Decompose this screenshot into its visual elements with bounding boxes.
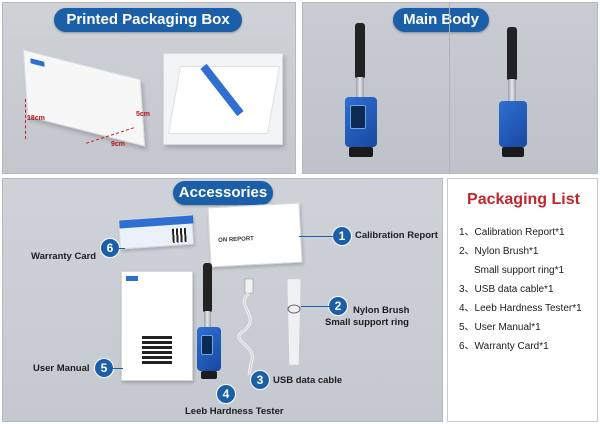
closed-box-image xyxy=(22,49,146,147)
open-box-image xyxy=(163,53,283,145)
box-logo-icon xyxy=(30,58,45,67)
accessories-panel: Accessories ON REPORT 1 Calibration Repo… xyxy=(2,178,443,422)
callout-4-label: Leeb Hardness Tester xyxy=(185,406,284,417)
list-item: 6、Warranty Card*1 xyxy=(459,341,549,352)
width-dim: 9cm xyxy=(111,141,126,148)
warranty-card-image xyxy=(118,214,194,250)
list-item: 5、User Manual*1 xyxy=(459,322,541,333)
callout-2-label-2: Small support ring xyxy=(325,317,409,328)
list-item: 3、USB data cable*1 xyxy=(459,284,554,295)
main-body-title: Main Body xyxy=(393,8,489,32)
main-body-panel: Main Body xyxy=(302,2,598,174)
callout-5-badge: 5 xyxy=(95,359,113,377)
tester-screen-icon xyxy=(350,105,366,129)
packaging-box-title: Printed Packaging Box xyxy=(54,8,242,32)
list-item: 4、Leeb Hardness Tester*1 xyxy=(459,303,582,314)
callout-6-label: Warranty Card xyxy=(31,251,97,262)
packaging-list: 1、Calibration Report*1 2、Nylon Brush*1 S… xyxy=(459,223,582,356)
callout-4-badge: 4 xyxy=(217,385,235,403)
callout-5-label: User Manual xyxy=(33,363,90,374)
list-item: 1、Calibration Report*1 xyxy=(459,227,565,238)
callout-3-badge: 3 xyxy=(251,371,269,389)
qr-code-icon xyxy=(171,227,187,243)
length-dim-line xyxy=(25,99,27,139)
callout-3-label: USB data cable xyxy=(273,375,343,386)
packaging-list-panel: Packaging List 1、Calibration Report*1 2、… xyxy=(447,178,598,422)
calibration-report-image: ON REPORT xyxy=(207,202,303,268)
callout-2-badge: 2 xyxy=(329,297,347,315)
list-item: 2、Nylon Brush*1 xyxy=(459,246,539,257)
list-item: Small support ring*1 xyxy=(474,265,565,276)
height-dim: 5cm xyxy=(136,111,151,118)
manual-logo-icon xyxy=(126,276,138,281)
callout-2-label: Nylon Brush xyxy=(353,305,410,316)
user-manual-image xyxy=(121,271,193,381)
nylon-brush-image xyxy=(286,278,302,366)
accessories-title: Accessories xyxy=(173,181,273,205)
callout-1-label: Calibration Report xyxy=(355,230,438,241)
length-dim: 18cm xyxy=(27,115,45,122)
callout-6-badge: 6 xyxy=(101,239,119,257)
packaging-list-title: Packaging List xyxy=(467,191,580,208)
manual-qr-icon xyxy=(142,334,172,364)
main-body-divider xyxy=(449,3,450,173)
report-text: ON REPORT xyxy=(218,236,255,244)
packaging-box-panel: Printed Packaging Box 18cm 5cm 9cm xyxy=(2,2,296,174)
usb-cable-image xyxy=(237,278,254,376)
callout-1-badge: 1 xyxy=(333,227,351,245)
